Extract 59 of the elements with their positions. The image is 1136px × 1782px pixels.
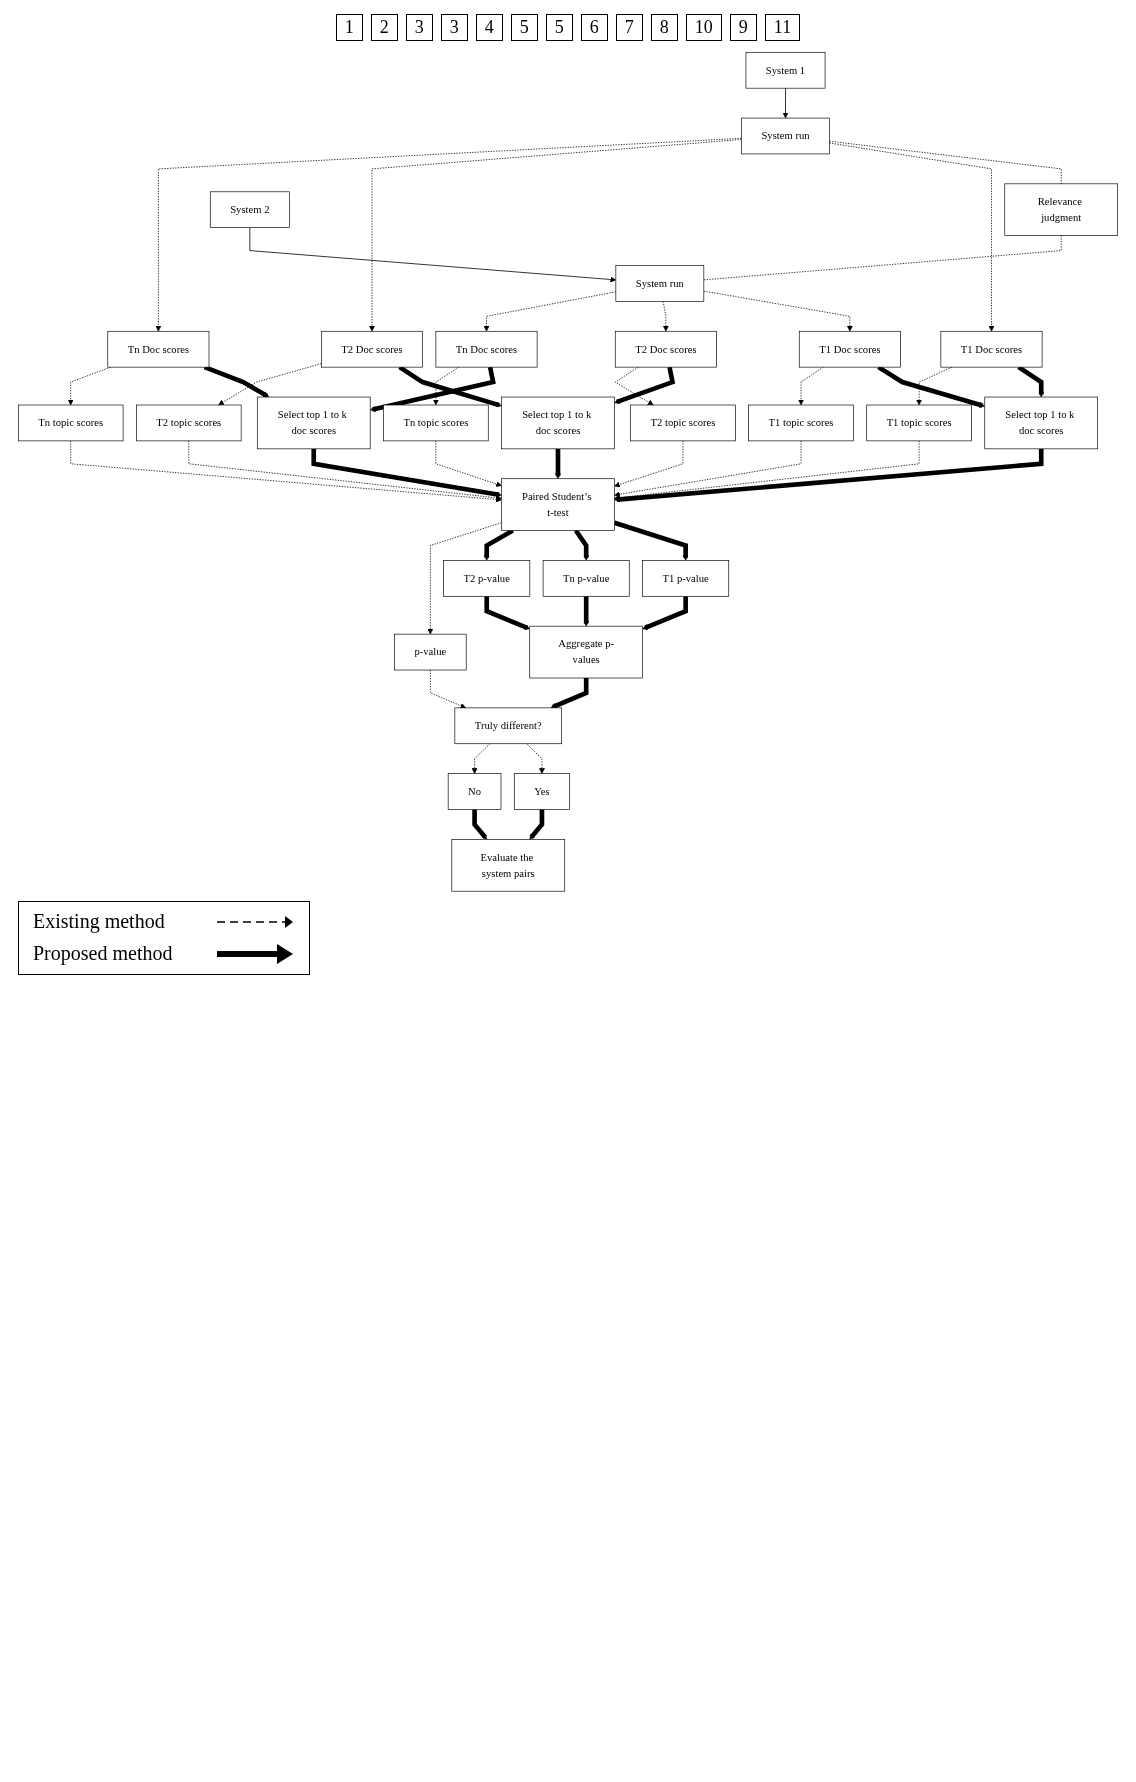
connector xyxy=(703,235,1062,281)
node-box: Tn Doc scores xyxy=(107,330,210,368)
node-box: Select top 1 to k doc scores xyxy=(984,396,1098,450)
callout-number: 9 xyxy=(729,14,757,41)
node-box: T1 Doc scores xyxy=(940,330,1043,368)
arrow xyxy=(642,596,688,631)
callout-number: 8 xyxy=(650,14,678,41)
callout-number: 10 xyxy=(685,14,722,41)
callout-number: 6 xyxy=(580,14,608,41)
node-box: Select top 1 to k doc scores xyxy=(256,396,371,450)
callout-number: 3 xyxy=(405,14,433,41)
callout-number: 5 xyxy=(510,14,538,41)
node-box: Tn p-value xyxy=(542,560,630,597)
node-box: System run xyxy=(615,265,705,302)
node-box: T2 topic scores xyxy=(630,404,736,442)
node-box: Select top 1 to k doc scores xyxy=(501,396,615,450)
node-box: System 1 xyxy=(745,52,826,89)
node-box: T2 p-value xyxy=(443,560,531,597)
node-box: Yes xyxy=(513,773,570,810)
node-box: Paired Student’s t-test xyxy=(501,478,615,531)
node-box: System run xyxy=(741,117,830,155)
callout-number: 7 xyxy=(615,14,643,41)
callout-number: 11 xyxy=(764,14,801,41)
node-box: Relevance judgment xyxy=(1004,183,1118,236)
arrow xyxy=(472,809,488,840)
arrow xyxy=(583,596,590,627)
node-box: T2 Doc scores xyxy=(614,330,717,368)
node-box: T1 topic scores xyxy=(748,404,854,442)
node-box: T2 topic scores xyxy=(136,404,242,442)
legend-text: Proposed method xyxy=(33,942,174,965)
callout-number: 3 xyxy=(440,14,468,41)
node-box: System 2 xyxy=(209,191,290,228)
callout-number: 5 xyxy=(545,14,573,41)
node-box: Tn topic scores xyxy=(383,404,489,442)
arrow xyxy=(573,529,590,561)
arrow xyxy=(614,448,1044,503)
node-box: No xyxy=(447,773,502,810)
arrow xyxy=(311,448,502,498)
node-box: Evaluate the system pairs xyxy=(451,839,566,892)
node-box: Aggregate p-values xyxy=(529,625,643,679)
callout-number: 2 xyxy=(370,14,398,41)
node-box: p-value xyxy=(394,633,467,671)
callout-number: 1 xyxy=(335,14,363,41)
connector xyxy=(829,140,1062,185)
node-box: T2 Doc scores xyxy=(321,330,423,368)
node-box: T1 Doc scores xyxy=(798,330,901,368)
arrow xyxy=(555,448,561,479)
arrow xyxy=(529,809,545,840)
legend-text: Existing method xyxy=(33,910,166,933)
node-box: T1 topic scores xyxy=(866,404,972,442)
callout-number: 4 xyxy=(475,14,503,41)
node-box: T1 p-value xyxy=(642,560,730,597)
arrow xyxy=(550,678,589,709)
arrow xyxy=(203,365,270,398)
node-box: Tn Doc scores xyxy=(435,330,538,368)
arrow xyxy=(484,596,530,631)
arrow xyxy=(613,520,689,561)
node-box: Tn topic scores xyxy=(18,404,124,442)
node-box: Truly different? xyxy=(454,707,563,745)
